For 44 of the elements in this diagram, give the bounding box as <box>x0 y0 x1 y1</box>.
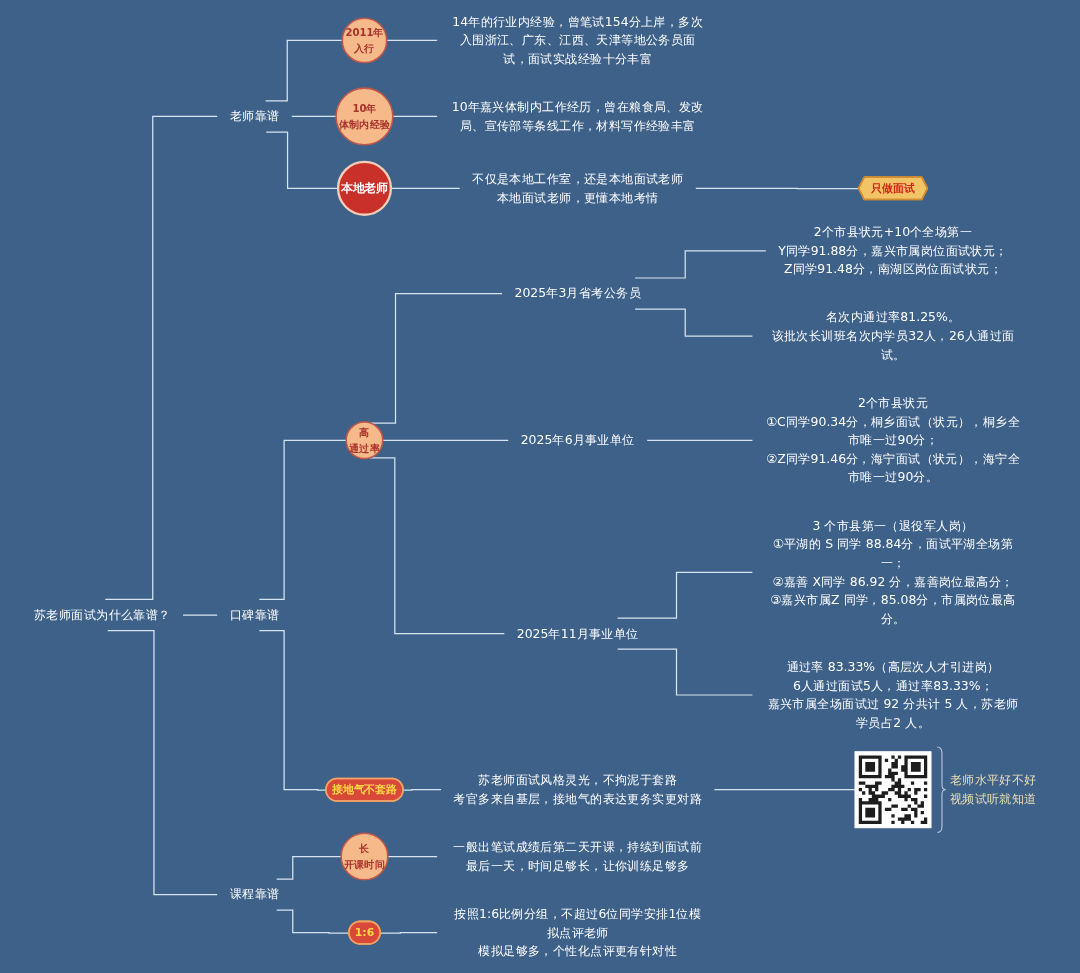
node-text: 2025年6月事业单位 <box>520 432 635 448</box>
node-text: 名次内通过率81.25%。 该批次长训班名次内学员32人，26人通过面试。 <box>771 309 1015 362</box>
node-text: 不仅是本地工作室，还是本地面试老师 本地面试老师，更懂本地考情 <box>472 171 684 205</box>
connector <box>258 439 347 601</box>
node-text: 苏老师面试为什么靠谱？ <box>33 607 171 623</box>
side-note: 老师水平好不好视频试听就知道 <box>949 771 1038 809</box>
connector <box>390 187 461 189</box>
node-circle: 本地老师 <box>336 160 393 216</box>
node-text: 一般出笔试成绩后第二天开课，持续到面试前最后一天，时间足够长，让你训练足够多 <box>453 839 702 873</box>
connector <box>386 39 438 41</box>
connector <box>617 571 754 619</box>
node-text: 按照1:6比例分组，不超过6位同学安排1位模拟点评老师 模拟足够多，个性化点评更有针对性 <box>454 906 702 959</box>
node-text: 2025年11月事业单位 <box>516 625 639 641</box>
node-circle: 10年 体制内经验 <box>335 87 394 146</box>
connector <box>182 614 218 616</box>
node-text: 2025年3月省考公务员 <box>514 285 641 301</box>
connector <box>276 855 342 880</box>
connector <box>387 855 438 858</box>
node-text: 课程靠谱 <box>229 886 280 902</box>
node-text: 老师靠谱 <box>229 108 280 124</box>
connector <box>634 250 767 279</box>
connector <box>646 439 754 441</box>
connector <box>382 439 509 441</box>
connector <box>713 789 856 791</box>
connector <box>107 629 218 896</box>
node-circle: 长 开课时间 <box>340 832 389 881</box>
connector <box>617 648 754 696</box>
node-text: 2个市县状元+10个全场第一 Y同学91.88分，嘉兴市属岗位面试状元； Z同学91.48分，南湖区岗位面试状元； <box>778 224 1008 277</box>
connector <box>392 115 438 118</box>
connector <box>104 115 218 601</box>
node-circle: 高 通过率 <box>345 421 384 460</box>
node-text: 3 个市县第一（退役军人岗） ①平湖的 S 同学 88.84分，面试平湖全场第一； ②嘉善 X同学 86.92 分，嘉善岗位最高分； ③嘉兴市属Z 同学，85.08分，市属岗位最高分。 <box>770 517 1016 626</box>
node-text: 14年的行业内经验，曾笔试154分上岸，多次入围浙江、广东、江西、天津等地公务员面试，面试实战经验十分丰富 <box>452 13 704 67</box>
node-circle: 2011年 入行 <box>341 17 388 64</box>
node-text: 苏老师面试风格灵光，不拘泥于套路 考官多来自基层，接地气的表达更务实更对路 <box>453 772 702 807</box>
connector <box>265 39 343 102</box>
connector <box>695 187 860 190</box>
node-text: 10年嘉兴体制内工作经历，曾在粮食局、发改局、宣传部等条线工作，材料写作经验丰富 <box>451 99 704 133</box>
connector <box>634 308 754 337</box>
node-text: 口碑靠谱 <box>229 607 280 623</box>
connector <box>265 131 339 189</box>
node-text: 通过率 83.33%（高层次人才引进岗） 6人通过面试5人，通过率83.33%； 嘉兴市属全场面试过 92 分共计 5 人，苏老师学员占2 人。 <box>767 659 1019 730</box>
connector <box>291 115 337 118</box>
node-text: 2个市县状元 ①C同学90.34分，桐乡面试（状元），桐乡全市唯一过90分； ②Z同学91.46分，海宁面试（状元），海宁全市唯一过90分。 <box>765 395 1021 485</box>
